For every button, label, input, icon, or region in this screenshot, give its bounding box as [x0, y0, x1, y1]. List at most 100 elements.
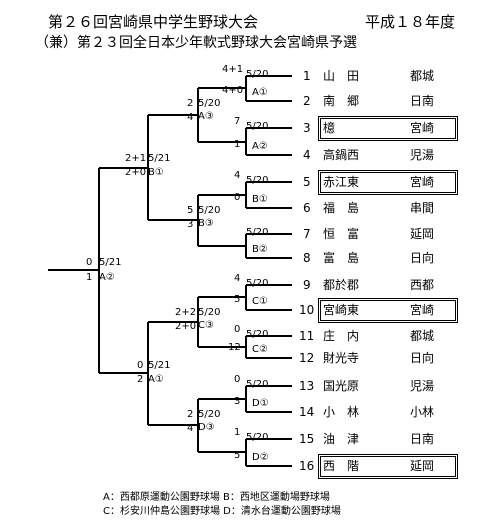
game-site: B③	[198, 218, 214, 229]
team-region: 延岡	[410, 227, 435, 241]
game-site: A②	[252, 141, 268, 152]
tournament-subtitle: （兼）第２３回全日本少年軟式野球大会宮崎県予選	[35, 35, 357, 51]
team-region: 日向	[410, 251, 435, 265]
game-date: 5/20	[198, 205, 221, 216]
team-highlight-box	[320, 118, 456, 139]
game-site: B②	[252, 244, 268, 255]
game-site: A③	[198, 111, 214, 122]
team-number: 13	[299, 379, 315, 393]
team-number: 10	[299, 303, 315, 317]
game-score-top: 2+1	[125, 153, 147, 164]
team-number: 14	[299, 405, 315, 419]
game-date: 5/21	[148, 360, 171, 371]
team-region: 児湯	[410, 148, 435, 162]
team-region: 日南	[410, 94, 435, 108]
team-number: 6	[303, 201, 311, 215]
team-number: 1	[303, 69, 311, 83]
team-region: 宮崎	[410, 121, 435, 135]
game-score-bottom: 3	[187, 219, 194, 230]
game-site: D①	[252, 398, 269, 409]
tournament-year: 平成１８年度	[365, 13, 456, 31]
team-name: 都於郡	[323, 278, 360, 292]
team-name: 高鍋西	[323, 148, 360, 162]
team-highlight-box	[320, 456, 456, 477]
final-date: 5/21	[99, 257, 122, 268]
team-region: 宮崎	[410, 175, 435, 189]
game-score-bottom: 2+0	[125, 167, 147, 178]
game-score-top: 2	[187, 98, 194, 109]
team-name: 赤江東	[323, 175, 360, 189]
team-number: 15	[299, 432, 315, 446]
team-name: 福 島	[323, 201, 360, 215]
game-score-bottom: 5	[234, 450, 241, 461]
team-name: 国光原	[323, 379, 360, 393]
game-site: C①	[252, 296, 268, 307]
team-region: 日南	[410, 432, 435, 446]
team-number: 12	[299, 351, 315, 365]
game-score-top: 2	[187, 409, 194, 420]
team-region: 串間	[410, 201, 435, 215]
team-name: 山 田	[323, 69, 360, 83]
game-score-top: 0	[234, 374, 241, 385]
team-region: 延岡	[410, 459, 435, 473]
game-site: C②	[252, 344, 268, 355]
game-score-bottom: 4	[187, 112, 194, 123]
team-number: 11	[299, 329, 315, 343]
game-score-bottom: 2+0	[175, 321, 197, 332]
game-score-bottom: 2	[137, 374, 144, 385]
game-score-top: 0	[234, 324, 241, 335]
team-region: 都城	[410, 329, 435, 343]
tournament-title: 第２６回宮崎県中学生野球大会	[48, 13, 259, 31]
game-score-bottom: 5	[234, 294, 241, 305]
team-number: 3	[303, 121, 311, 135]
game-score-top: 5	[187, 205, 194, 216]
game-date: 5/20	[246, 379, 269, 390]
team-number: 9	[303, 278, 311, 292]
game-date: 5/20	[246, 329, 269, 340]
team-name: 財光寺	[323, 351, 360, 365]
final-score-top: 0	[86, 257, 93, 268]
game-score-bottom: 4+0	[222, 85, 244, 96]
team-number: 5	[303, 175, 311, 189]
team-name: 宮崎東	[323, 303, 360, 317]
game-site: D③	[198, 422, 215, 433]
game-score-bottom: 3	[234, 396, 241, 407]
game-date: 5/20	[246, 69, 269, 80]
final-site: A②	[99, 272, 115, 283]
team-region: 宮崎	[410, 303, 435, 317]
game-date: 5/20	[246, 175, 269, 186]
game-score-top: 2+2	[175, 307, 197, 318]
venue-legend-line-1: A：西都原運動公園野球場 B：西地区運動場野球場	[103, 492, 330, 503]
game-date: 5/20	[198, 307, 221, 318]
game-date: 5/20	[246, 278, 269, 289]
team-highlight-box	[320, 300, 456, 321]
team-highlight-box	[320, 172, 456, 193]
team-number: 4	[303, 148, 311, 162]
team-region: 日向	[410, 351, 435, 365]
team-name: 小 林	[323, 405, 360, 419]
game-site: B①	[148, 167, 164, 178]
game-score-top: 4	[234, 273, 241, 284]
venue-legend-line-2: C：杉安川仲島公園野球場 D：清水台運動公園野球場	[103, 506, 341, 517]
team-region: 都城	[410, 69, 435, 83]
game-date: 5/20	[246, 121, 269, 132]
game-score-bottom: 1	[234, 139, 241, 150]
game-score-top: 0	[137, 360, 144, 371]
team-name: 油 津	[323, 432, 360, 446]
team-name: 富 島	[323, 251, 360, 265]
game-site: A①	[148, 374, 164, 385]
game-score-bottom: 0	[234, 192, 241, 203]
game-score-top: 4+1	[222, 64, 244, 75]
game-score-bottom: 4	[187, 423, 194, 434]
game-date: 5/21	[148, 153, 171, 164]
game-score-bottom: 12	[228, 342, 241, 353]
game-site: B①	[252, 194, 268, 205]
team-number: 16	[299, 459, 315, 473]
game-date: 5/20	[246, 432, 269, 443]
team-region: 小林	[410, 405, 435, 419]
game-date: 5/20	[246, 227, 269, 238]
team-number: 7	[303, 227, 311, 241]
team-name: 西 階	[323, 459, 360, 473]
team-region: 西都	[410, 278, 435, 292]
